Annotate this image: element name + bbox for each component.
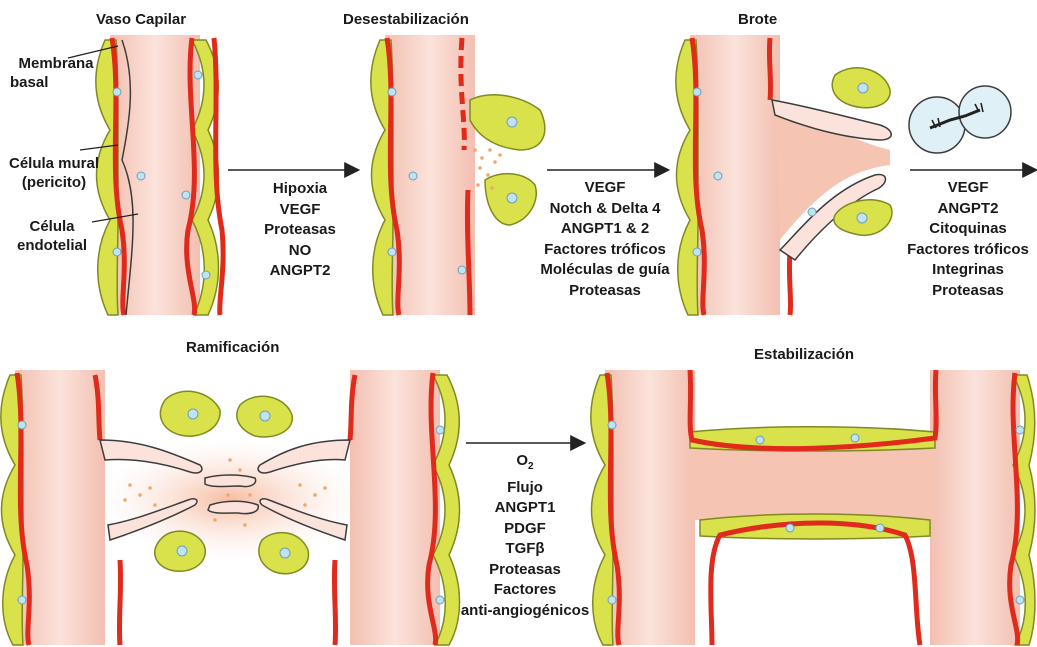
factor-item: ANGPT1 <box>455 498 595 519</box>
nucleus <box>280 548 290 558</box>
factor-item: Moléculas de guía <box>530 260 680 281</box>
endothelial-line <box>711 523 920 645</box>
tip-cell <box>205 475 256 487</box>
connecting-lumen <box>690 448 935 520</box>
nucleus <box>182 191 190 199</box>
label-line: Célula <box>12 217 92 236</box>
nucleus <box>1016 426 1024 434</box>
nucleus <box>458 266 466 274</box>
nucleus <box>851 434 859 442</box>
nucleus <box>1016 596 1024 604</box>
panel-stabilization <box>591 370 1035 645</box>
factor-item: Hipoxia <box>250 179 350 200</box>
nucleus <box>608 596 616 604</box>
stage-title-sprouting: Brote <box>738 10 777 29</box>
factor-list-step3: VEGF ANGPT2 Citoquinas Factores tróficos… <box>900 178 1036 301</box>
stage-title-destabilization: Desestabilización <box>343 10 469 29</box>
label-line: (pericito) <box>4 173 104 192</box>
nucleus <box>858 83 868 93</box>
label-line: Membrana <box>10 54 102 73</box>
o2-symbol: O <box>516 452 528 469</box>
nucleus <box>714 172 722 180</box>
label-line: Célula mural <box>4 154 104 173</box>
stage-title-capillary: Vaso Capilar <box>96 10 186 29</box>
nucleus <box>507 117 517 127</box>
nucleus <box>436 426 444 434</box>
endothelial-line <box>789 250 790 315</box>
factor-item: VEGF <box>530 178 680 199</box>
factor-list-step4: O2 Flujo ANGPT1 PDGF TGFβ Proteasas Fact… <box>455 451 595 621</box>
label-line: basal <box>10 73 102 92</box>
endothelial-line <box>467 190 470 315</box>
stage-title-branching: Ramificación <box>186 338 279 357</box>
factor-item: anti-angiogénicos <box>455 601 595 622</box>
nucleus <box>693 88 701 96</box>
stage-title-stabilization: Estabilización <box>754 345 854 364</box>
nucleus <box>808 208 816 216</box>
nucleus <box>18 421 26 429</box>
factor-item: VEGF <box>250 200 350 221</box>
factor-item: NO <box>250 241 350 262</box>
factor-item: Proteasas <box>530 281 680 302</box>
factor-item: ANGPT2 <box>900 199 1036 220</box>
label-endothelial-cell: Célula endotelial <box>12 217 92 255</box>
endothelial-line <box>119 560 120 645</box>
factor-item: VEGF <box>900 178 1036 199</box>
label-mural-cell: Célula mural (pericito) <box>4 154 104 192</box>
endothelial-line <box>769 38 770 100</box>
pericyte-cell <box>700 514 930 539</box>
nucleus <box>786 524 794 532</box>
factor-list-step1: Hipoxia VEGF Proteasas NO ANGPT2 <box>250 179 350 282</box>
endothelial-line <box>334 560 335 645</box>
factor-item: PDGF <box>455 519 595 540</box>
nucleus <box>188 409 198 419</box>
nucleus <box>608 421 616 429</box>
nucleus <box>388 88 396 96</box>
panel-destabilization <box>371 35 545 315</box>
factor-item: ANGPT2 <box>250 261 350 282</box>
factor-item: TGFβ <box>455 539 595 560</box>
factor-item: Integrinas <box>900 260 1036 281</box>
factor-item: Citoquinas <box>900 219 1036 240</box>
nucleus <box>113 88 121 96</box>
nucleus <box>18 596 26 604</box>
factor-item: Notch & Delta 4 <box>530 199 680 220</box>
nucleus <box>177 546 187 556</box>
factor-item: Factores tróficos <box>530 240 680 261</box>
vessel-lumen <box>930 370 1020 645</box>
factor-item: Proteasas <box>900 281 1036 302</box>
nucleus <box>857 213 867 223</box>
nucleus <box>409 172 417 180</box>
factor-item: Factores <box>455 580 595 601</box>
nucleus <box>137 172 145 180</box>
dividing-cell <box>909 86 1011 153</box>
factor-item: Flujo <box>455 478 595 499</box>
factor-item-o2: O2 <box>455 451 595 478</box>
nucleus <box>876 524 884 532</box>
nucleus <box>756 436 764 444</box>
o2-subscript: 2 <box>528 461 534 472</box>
label-line: endotelial <box>12 236 92 255</box>
nucleus <box>507 193 517 203</box>
nucleus <box>194 71 202 79</box>
factor-list-step2: VEGF Notch & Delta 4 ANGPT1 & 2 Factores… <box>530 178 680 301</box>
label-basement-membrane: Membrana basal <box>10 54 102 92</box>
factor-item: ANGPT1 & 2 <box>530 219 680 240</box>
nucleus <box>388 248 396 256</box>
tip-cell <box>208 501 258 513</box>
nucleus <box>436 596 444 604</box>
nucleus <box>202 271 210 279</box>
panel-branching <box>1 370 460 645</box>
nucleus <box>113 248 121 256</box>
factor-item: Proteasas <box>455 560 595 581</box>
vessel-lumen <box>350 370 440 645</box>
nucleus <box>693 248 701 256</box>
nucleus <box>260 411 270 421</box>
factor-item: Factores tróficos <box>900 240 1036 261</box>
factor-item: Proteasas <box>250 220 350 241</box>
